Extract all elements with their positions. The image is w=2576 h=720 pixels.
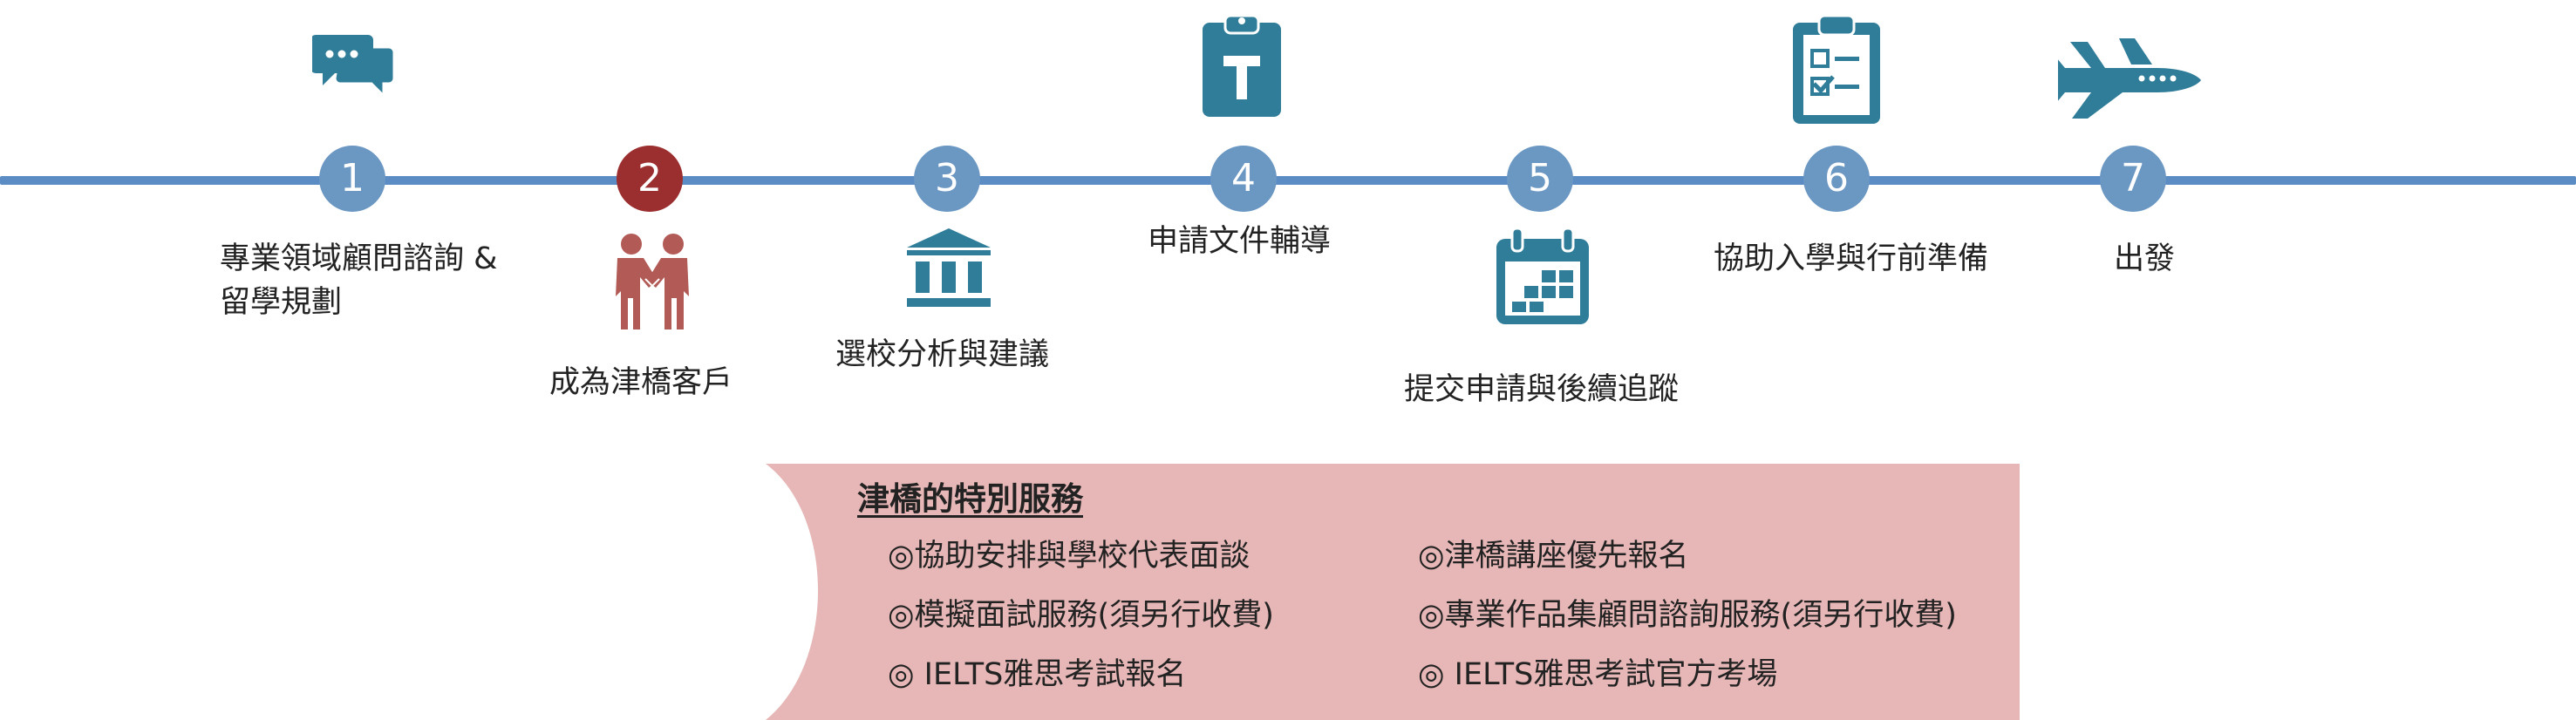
- service-item: ◎津橋講座優先報名: [1418, 539, 1689, 574]
- service-item: ◎模擬面試服務(須另行收費): [888, 598, 1274, 633]
- step-label-3: 選校分析與建議: [835, 337, 1050, 372]
- step-label-4: 申請文件輔導: [1148, 224, 1332, 259]
- step-label-6: 協助入學與行前準備: [1714, 241, 1989, 276]
- step-number-7: 7: [2100, 146, 2166, 212]
- step-label-1: 專業領域顧問諮詢 & 留學規劃: [220, 237, 497, 324]
- bank-icon: [903, 227, 994, 314]
- service-item: ◎ IELTS雅思考試官方考場: [1418, 657, 1778, 692]
- step-number-4: 4: [1210, 146, 1277, 212]
- special-services-panel: 津橋的特別服務 ◎協助安排與學校代表面談 ◎模擬面試服務(須另行收費) ◎ IE…: [766, 464, 2020, 720]
- service-item: ◎專業作品集顧問諮詢服務(須另行收費): [1418, 598, 1957, 633]
- checklist-icon: [1791, 14, 1882, 129]
- handshake-icon: [607, 232, 698, 340]
- step-number-3: 3: [914, 146, 980, 212]
- step-label-2: 成為津橋客戶: [549, 365, 733, 400]
- panel-background: [766, 464, 2020, 720]
- service-item: ◎協助安排與學校代表面談: [888, 539, 1251, 574]
- airplane-icon: [2046, 37, 2205, 124]
- services-title: 津橋的特別服務: [857, 480, 1083, 518]
- step-label-7: 出發: [2114, 241, 2176, 276]
- step-number-6: 6: [1803, 146, 1870, 212]
- step-label-1-line1: 專業領域顧問諮詢 &: [220, 241, 498, 276]
- step-number-2: 2: [617, 146, 683, 212]
- step-label-5: 提交申請與後續追蹤: [1404, 372, 1680, 407]
- step-label-1-line2: 留學規劃: [220, 285, 343, 320]
- timeline-line: [0, 176, 2576, 185]
- calendar-icon: [1493, 227, 1592, 331]
- clipboard-t-icon: [1201, 12, 1283, 122]
- step-number-1: 1: [319, 146, 385, 212]
- service-item: ◎ IELTS雅思考試報名: [888, 657, 1187, 692]
- chat-icon: [310, 31, 396, 115]
- step-number-5: 5: [1507, 146, 1573, 212]
